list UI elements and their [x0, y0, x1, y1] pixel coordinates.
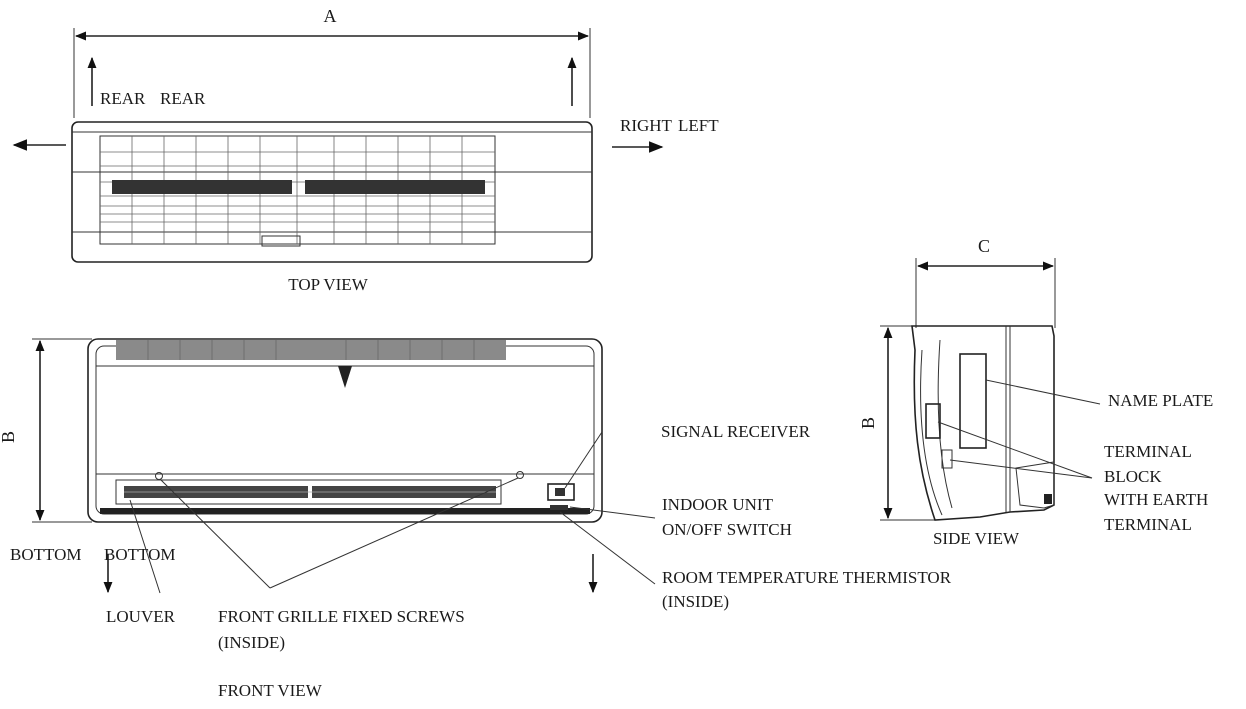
front-view: B — [0, 338, 952, 700]
name-plate-label: NAME PLATE — [1108, 391, 1213, 410]
bottom-label-left: BOTTOM — [10, 545, 81, 564]
front-louver-area — [115, 479, 502, 505]
signal-receiver-window — [547, 483, 575, 501]
leader-screw-left — [159, 478, 271, 589]
indoor-unit-label-1: INDOOR UNIT — [662, 495, 774, 514]
top-grille — [99, 135, 496, 245]
terminal-block — [925, 403, 941, 439]
indoor-unit-label-2: ON/OFF SWITCH — [662, 520, 792, 539]
leader-room-temp — [559, 511, 656, 585]
top-louver-left — [112, 180, 292, 194]
louver-label: LOUVER — [106, 607, 176, 626]
room-temp-label-1: ROOM TEMPERATURE THERMISTOR — [662, 568, 952, 587]
terminal-label-2: BLOCK — [1104, 467, 1162, 486]
top-unit-body — [71, 121, 593, 263]
bottom-label-right: BOTTOM — [104, 545, 175, 564]
front-top-vent — [116, 340, 506, 360]
front-grille-label-2: (INSIDE) — [218, 633, 285, 652]
front-screw-left — [155, 472, 163, 480]
leader-terminal-1 — [937, 421, 1093, 479]
top-view: A REAR REAR RIGHT LEFT — [12, 6, 719, 294]
left-label: LEFT — [678, 116, 719, 135]
front-unit-body — [87, 338, 603, 523]
leader-signal-receiver — [564, 431, 603, 489]
terminal-label-3: WITH EARTH — [1104, 490, 1208, 509]
leader-name-plate — [985, 379, 1101, 405]
side-view-caption: SIDE VIEW — [933, 529, 1020, 548]
dim-b-front-label: B — [0, 431, 18, 443]
side-view: C B NAME PLATE TERMINAL BLOCK WITH EARTH… — [858, 236, 1213, 548]
right-label: RIGHT — [620, 116, 673, 135]
top-view-caption: TOP VIEW — [288, 275, 368, 294]
signal-receiver-label: SIGNAL RECEIVER — [661, 422, 811, 441]
terminal-label-1: TERMINAL — [1104, 442, 1192, 461]
dim-b-side-label: B — [858, 417, 878, 429]
leader-terminal-2 — [949, 459, 1093, 479]
rear-label-left: REAR — [100, 89, 146, 108]
leader-screw-right — [269, 477, 519, 589]
front-view-caption: FRONT VIEW — [218, 681, 323, 700]
top-louver-right — [305, 180, 485, 194]
front-grille-label-1: FRONT GRILLE FIXED SCREWS — [218, 607, 465, 626]
room-temp-label-2: (INSIDE) — [662, 592, 729, 611]
leader-on-off-switch — [569, 506, 656, 519]
dim-a-label: A — [324, 6, 337, 26]
terminal-label-4: TERMINAL — [1104, 515, 1192, 534]
rear-label-right: REAR — [160, 89, 206, 108]
on-off-switch — [550, 505, 568, 510]
name-plate — [959, 353, 987, 449]
side-unit-body — [911, 325, 1055, 521]
leader-louver — [129, 499, 161, 594]
dim-c-label: C — [978, 236, 990, 256]
front-screw-right — [516, 471, 524, 479]
